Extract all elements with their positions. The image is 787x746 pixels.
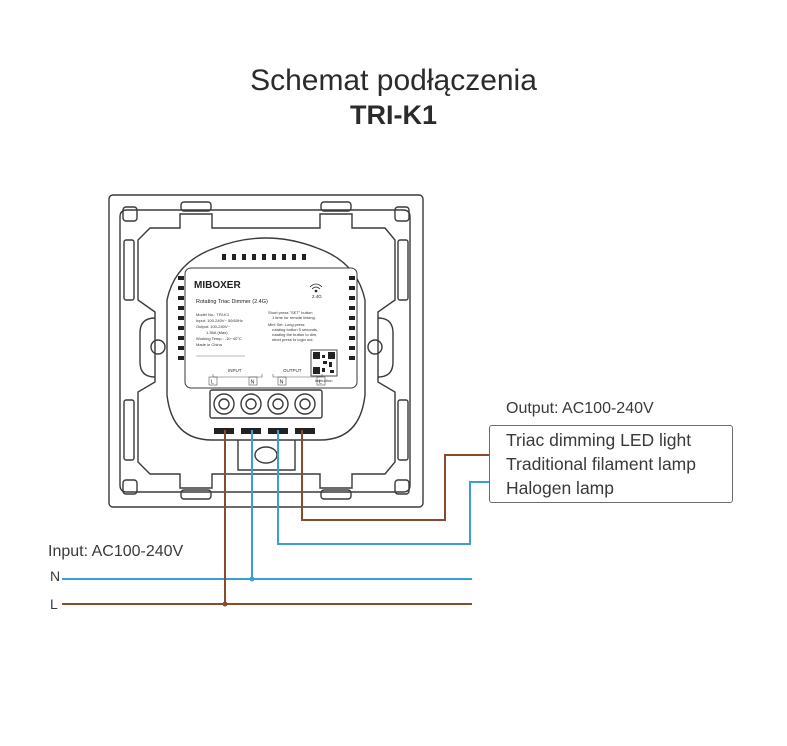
- neutral-label: N: [50, 568, 61, 584]
- device-label: MIBOXER Rotating Triac Dimmer (2.4G) 2.4…: [178, 254, 358, 389]
- spec-line: Made in China: [196, 342, 223, 347]
- spec-line: Input: 100-240V~ 50/60Hz: [196, 318, 243, 323]
- wifi-icon: [309, 283, 323, 293]
- qr-caption: Instruction: [315, 379, 333, 383]
- note-line: Short press "SET" button: [268, 310, 312, 315]
- spec-list: Model No.: TRI-K1 Input: 100-240V~ 50/60…: [196, 312, 243, 347]
- note-line: rotating the button to dim,: [272, 332, 317, 337]
- note-line: rotating button 5 seconds,: [272, 327, 318, 332]
- note-line: 1 time for remote linking.: [272, 315, 316, 320]
- diagram-title: Schemat podłączenia: [250, 64, 537, 97]
- model-name: TRI-K1: [350, 100, 437, 130]
- load-item: Halogen lamp: [506, 478, 614, 498]
- qr-code-icon: [310, 349, 338, 377]
- product-name: Rotating Triac Dimmer (2.4G): [196, 299, 268, 305]
- frequency-badge: 2.4G: [312, 294, 322, 299]
- terminal-letter: L: [211, 380, 214, 386]
- spec-line: Output: 100-240V~: [196, 324, 231, 329]
- spec-line: Model No.: TRI-K1: [196, 312, 230, 317]
- live-label: L: [50, 596, 58, 612]
- note-line: Mini Set: Long press: [268, 322, 304, 327]
- output-label: Output: AC100-240V: [506, 400, 654, 417]
- output-live-wire: [301, 430, 490, 521]
- output-neutral-wire: [277, 430, 490, 545]
- load-item: Triac dimming LED light: [506, 430, 692, 450]
- load-item: Traditional filament lamp: [506, 454, 696, 474]
- wire-entry-slots: [214, 428, 315, 434]
- input-label: Input: AC100-240V: [48, 543, 184, 560]
- terminal-letter: L: [319, 380, 322, 386]
- terminal-letter: N: [280, 380, 284, 386]
- spec-line: Working Temp.: -10~40°C: [196, 336, 242, 341]
- terminal-input-label: INPUT: [228, 368, 242, 373]
- note-line: short press to login out.: [272, 337, 314, 342]
- load-box: Triac dimming LED light Traditional fila…: [489, 425, 733, 503]
- spec-line: 1.36A (Max): [206, 330, 228, 335]
- terminal-letter: N: [251, 380, 255, 386]
- notes-list: Short press "SET" button 1 time for remo…: [268, 310, 318, 342]
- screw-terminals: [209, 389, 323, 419]
- brand-logo: MIBOXER: [194, 280, 241, 291]
- terminal-output-label: OUTPUT: [283, 368, 302, 373]
- switch-panel: [108, 194, 424, 508]
